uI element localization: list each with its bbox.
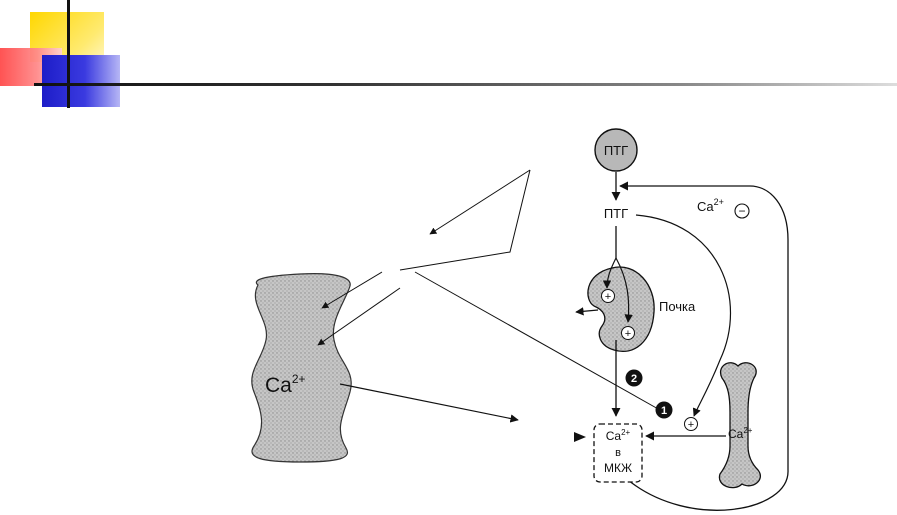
decor-blue-square (42, 55, 120, 107)
marker-2 (625, 369, 643, 387)
kidney-label: Почка (659, 299, 696, 314)
arrow-hormone-to-bone (635, 214, 732, 417)
kidney-shape (587, 266, 655, 352)
calcium-feedback-loop (619, 181, 789, 511)
pointer-line-right (399, 169, 531, 271)
bone-shape (718, 362, 761, 489)
stimulation-plus-icon-2 (621, 326, 635, 340)
decor-vertical-line (67, 0, 70, 108)
pointer-arrow-to-tubule-mid (317, 287, 401, 346)
stimulation-plus-icon-1 (601, 289, 615, 303)
pointer-arrow-to-tubule-top (321, 271, 383, 309)
pointer-arrow-from-calcium (339, 383, 519, 423)
arrow-kidney-branch-2 (615, 257, 633, 323)
arrow-kidney-branch-1 (602, 257, 617, 289)
marker-1 (655, 401, 673, 419)
ecf-label-line-3: МКЖ (604, 461, 632, 475)
ecf-label-line-1: Ca2+ (606, 428, 631, 443)
svg-text:−: − (738, 204, 745, 218)
svg-text:+: + (625, 328, 631, 340)
tubule-calcium-label: Ca2+ (265, 372, 306, 397)
parathyroid-gland-label: ПТГ (604, 143, 628, 158)
svg-text:1: 1 (661, 405, 667, 417)
pointer-arrow-upper-left (429, 169, 531, 235)
bone-calcium-label: Ca2+ (728, 426, 753, 441)
stimulation-plus-icon-3 (684, 417, 698, 431)
ecf-label-line-2: в (615, 447, 621, 459)
renal-tubule (251, 273, 352, 463)
feedback-calcium-label: Ca2+ (697, 197, 724, 214)
extracellular-calcium-box (593, 423, 643, 483)
inhibition-minus-icon (734, 203, 750, 219)
arrow-kidney-left (575, 307, 599, 316)
svg-text:+: + (605, 291, 611, 303)
pointer-line-to-marker-1 (414, 271, 661, 411)
svg-text:+: + (688, 419, 694, 431)
hormone-label: ПТГ (604, 206, 628, 221)
parathyroid-gland (594, 128, 638, 172)
svg-text:2: 2 (631, 373, 637, 385)
decor-horizontal-rule (34, 83, 897, 86)
input-arrowhead-left (574, 432, 586, 442)
